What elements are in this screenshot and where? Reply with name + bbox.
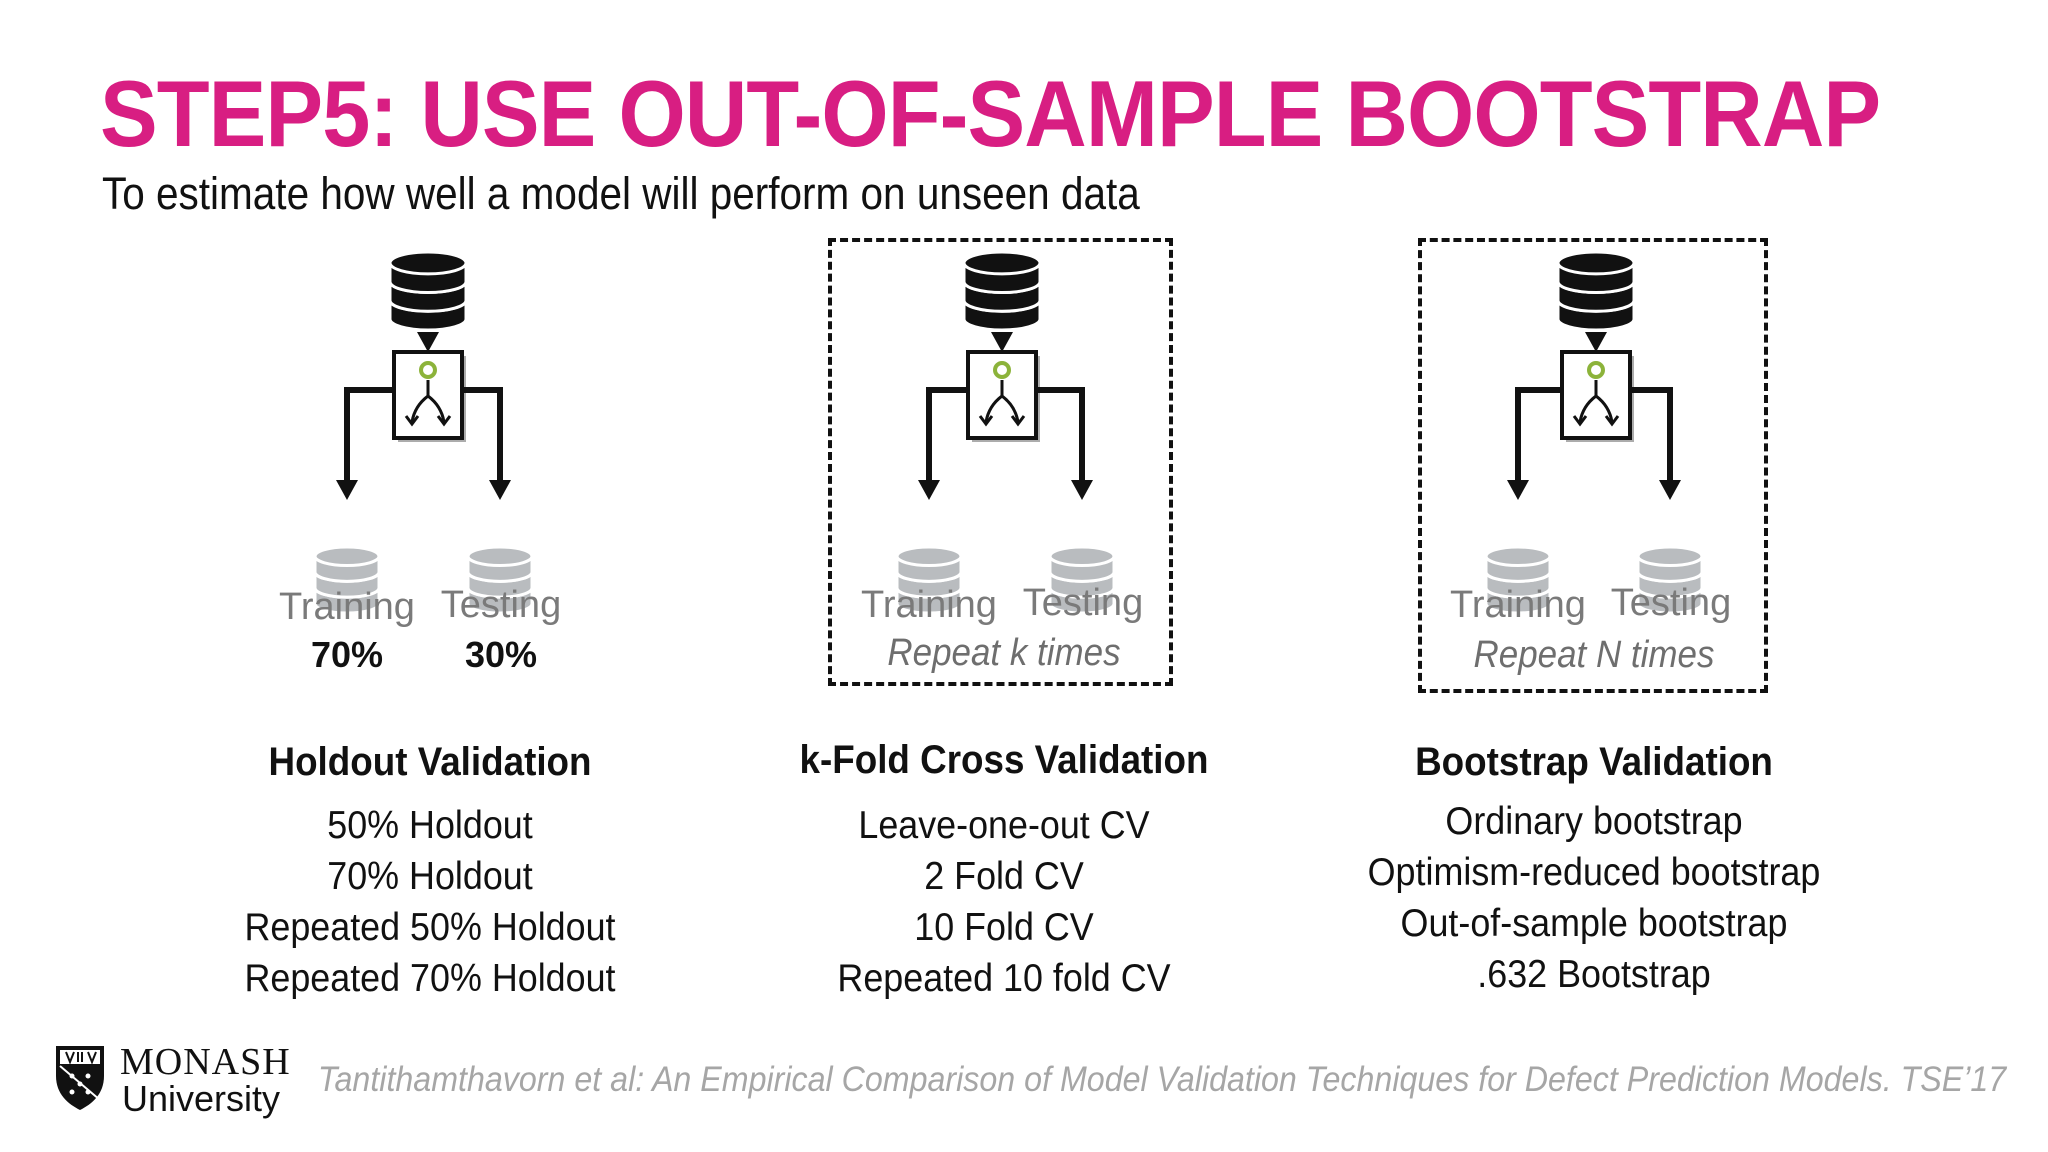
method-item: .632 Bootstrap	[1477, 953, 1711, 996]
database-icon	[1556, 250, 1636, 332]
bootstrap-column: Training Testing Repeat N times Bootstra…	[1334, 232, 1854, 996]
training-label: Training	[1450, 584, 1586, 626]
method-item: 2 Fold CV	[924, 855, 1084, 898]
method-list: 50% Holdout 70% Holdout Repeated 50% Hol…	[170, 800, 690, 1004]
method-title: k-Fold Cross Validation	[799, 738, 1209, 782]
split-icon	[392, 350, 466, 442]
bootstrap-diagram: Training Testing Repeat N times	[1334, 232, 1854, 712]
repeat-box	[1418, 238, 1768, 693]
method-item: Out-of-sample bootstrap	[1400, 902, 1788, 945]
method-item: 10 Fold CV	[914, 906, 1094, 949]
testing-label: Testing	[440, 584, 562, 626]
testing-label: Testing	[1022, 582, 1144, 624]
crest-icon	[56, 1046, 104, 1110]
training-percent: 70%	[310, 634, 384, 675]
split-icon	[1560, 350, 1634, 442]
repeat-label: Repeat N times	[1473, 634, 1715, 676]
training-label: Training	[279, 586, 415, 628]
connector-arrows	[918, 332, 1093, 500]
logo-text: MONASH	[120, 1041, 291, 1083]
slide-title: STEP5: USE OUT-OF-SAMPLE BOOTSTRAP	[100, 61, 1881, 166]
training-database-icon	[313, 545, 381, 615]
holdout-flow	[313, 250, 534, 615]
method-item: Repeated 70% Holdout	[244, 957, 616, 1000]
database-icon	[962, 250, 1042, 332]
testing-label: Testing	[1610, 582, 1732, 624]
holdout-diagram: Training Testing 70% 30%	[170, 232, 690, 712]
method-item: Leave-one-out CV	[858, 804, 1150, 847]
method-title: Holdout Validation	[268, 740, 592, 784]
logo-subtext: University	[122, 1078, 281, 1119]
method-item: 50% Holdout	[327, 804, 533, 847]
method-item: Ordinary bootstrap	[1445, 800, 1743, 843]
citation: Tantithamthavorn et al: An Empirical Com…	[317, 1060, 2006, 1099]
slide-subtitle: To estimate how well a model will perfor…	[102, 168, 1140, 219]
training-database-icon	[895, 545, 963, 615]
kfold-column: Training Testing Repeat k times k-Fold C…	[744, 232, 1264, 1000]
connector-arrows	[1507, 332, 1681, 500]
method-item: Repeated 50% Holdout	[244, 906, 616, 949]
kfold-flow	[895, 250, 1116, 615]
training-label: Training	[861, 584, 997, 626]
method-item: Repeated 10 fold CV	[837, 957, 1171, 1000]
testing-database-icon	[1636, 545, 1704, 615]
kfold-diagram: Training Testing Repeat k times	[744, 232, 1264, 712]
method-list: Ordinary bootstrap Optimism-reduced boot…	[1334, 796, 1854, 1000]
repeat-box	[828, 238, 1173, 686]
testing-database-icon	[466, 545, 534, 615]
monash-logo: MONASH University	[52, 1040, 302, 1120]
testing-percent: 30%	[464, 634, 538, 675]
database-icon	[388, 250, 468, 332]
connector-arrows	[336, 332, 511, 500]
bootstrap-flow	[1484, 250, 1704, 615]
method-list: Leave-one-out CV 2 Fold CV 10 Fold CV Re…	[744, 800, 1264, 1004]
method-title: Bootstrap Validation	[1415, 740, 1773, 784]
testing-database-icon	[1048, 545, 1116, 615]
repeat-label: Repeat k times	[887, 632, 1121, 674]
method-item: Optimism-reduced bootstrap	[1367, 851, 1821, 894]
split-icon	[966, 350, 1040, 442]
holdout-column: Training Testing 70% 30% Holdout Validat…	[170, 232, 690, 1000]
method-item: 70% Holdout	[327, 855, 533, 898]
training-database-icon	[1484, 545, 1552, 615]
